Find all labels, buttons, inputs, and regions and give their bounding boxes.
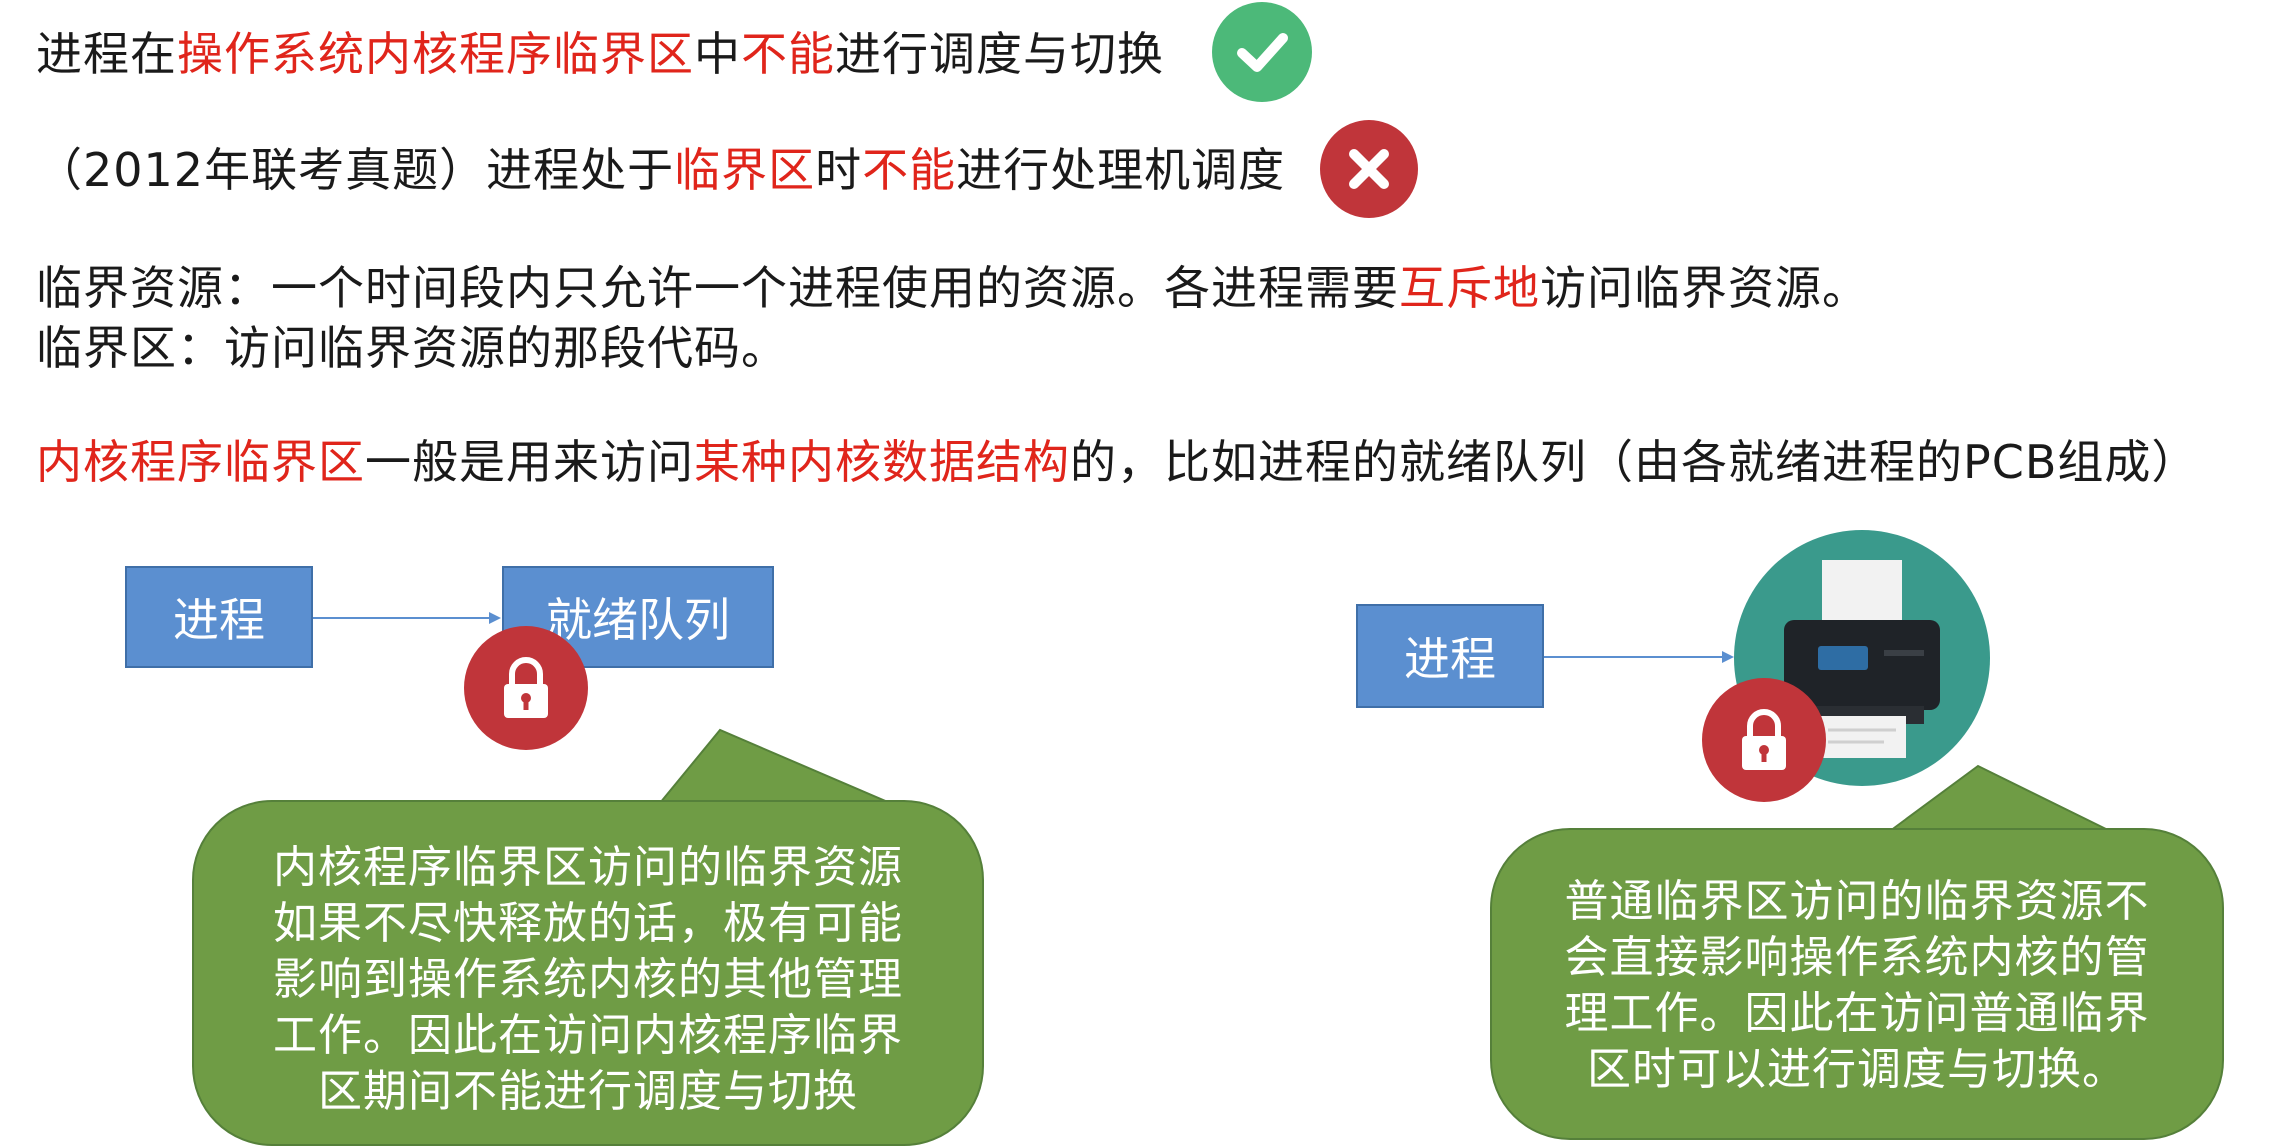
ready-queue-label: 就绪队列 (546, 593, 730, 647)
bubble-line: 影响到操作系统内核的其他管理 (273, 954, 903, 1005)
text-segment: 的，比如进程的就绪队列（由各就绪进程的PCB组成） (1070, 435, 2199, 489)
definition-critical-section: 临界区：访问临界资源的那段代码。 (36, 318, 788, 378)
text-segment: （2012年联考真题）进程处于 (36, 143, 675, 197)
lock-icon (1702, 678, 1826, 802)
lock-icon (464, 626, 588, 750)
x-icon (1320, 120, 1418, 218)
bubble-line: 如果不尽快释放的话，极有可能 (273, 898, 903, 949)
arrow (1544, 651, 1734, 663)
bubble-tail (1886, 764, 2111, 832)
check-icon (1212, 2, 1312, 102)
text-segment: 中 (694, 27, 741, 81)
text-segment: 一般是用来访问 (365, 435, 694, 489)
highlight-text: 内核程序临界区 (36, 435, 365, 489)
bubble-line: 普通临界区访问的临界资源不 (1564, 876, 2150, 927)
text-segment: 访问临界资源。 (1540, 261, 1869, 315)
arrow (313, 612, 501, 624)
text-segment: 临界区：访问临界资源的那段代码。 (36, 321, 788, 375)
text-segment: 进行调度与切换 (835, 27, 1164, 81)
text-segment: 进行处理机调度 (956, 143, 1286, 197)
highlight-text: 操作系统内核程序临界区 (177, 27, 694, 81)
bubble-line: 理工作。因此在访问普通临界 (1564, 988, 2150, 1039)
statement-exam-question: （2012年联考真题）进程处于临界区时不能进行处理机调度 (36, 140, 1285, 200)
highlight-text: 某种内核数据结构 (694, 435, 1070, 489)
statement-kernel-critical-section: 进程在操作系统内核程序临界区中不能进行调度与切换 (36, 24, 1164, 84)
bubble-tail (657, 728, 891, 804)
highlight-text: 临界区 (674, 143, 816, 197)
text-segment: 时 (815, 143, 863, 197)
text-segment: 临界资源：一个时间段内只允许一个进程使用的资源。各进程需要 (36, 261, 1399, 315)
bubble-line: 会直接影响操作系统内核的管 (1564, 932, 2150, 983)
bubble-line: 区时可以进行调度与切换。 (1587, 1044, 2127, 1095)
text-segment: 进程在 (36, 27, 177, 81)
definition-critical-resource: 临界资源：一个时间段内只允许一个进程使用的资源。各进程需要互斥地访问临界资源。 (36, 258, 1869, 318)
highlight-text: 互斥地 (1399, 261, 1540, 315)
bubble-line: 工作。因此在访问内核程序临界 (273, 1010, 903, 1061)
bubble-line: 区期间不能进行调度与切换 (318, 1066, 858, 1117)
process-box: 进程 (125, 566, 313, 668)
bubble-line: 内核程序临界区访问的临界资源 (273, 842, 903, 893)
kernel-critical-section-note: 内核程序临界区一般是用来访问某种内核数据结构的，比如进程的就绪队列（由各就绪进程… (36, 432, 2198, 492)
process-box: 进程 (1356, 604, 1544, 708)
highlight-text: 不能 (741, 27, 835, 81)
kernel-explanation-bubble: 内核程序临界区访问的临界资源 如果不尽快释放的话，极有可能 影响到操作系统内核的… (192, 800, 984, 1146)
highlight-text: 不能 (862, 143, 957, 197)
normal-explanation-bubble: 普通临界区访问的临界资源不 会直接影响操作系统内核的管 理工作。因此在访问普通临… (1490, 828, 2224, 1140)
process-label: 进程 (173, 593, 265, 647)
process-label: 进程 (1404, 632, 1496, 686)
